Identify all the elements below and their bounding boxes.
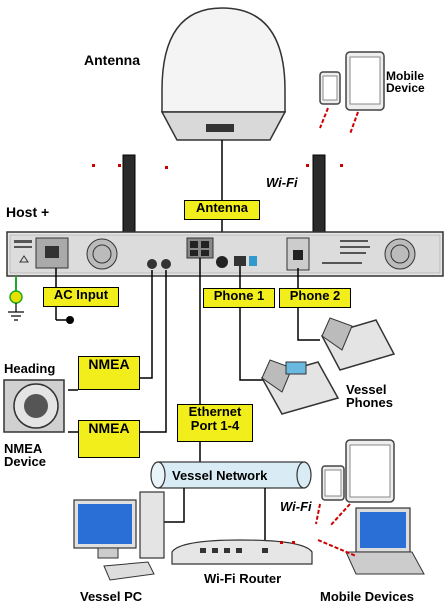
tablet-device-bottom (345, 439, 395, 503)
phone2-box: Phone 2 (279, 288, 351, 308)
vessel-pc-label: Vessel PC (80, 589, 143, 604)
ground-symbol (8, 276, 24, 321)
nmea-bottom-box: NMEA (78, 420, 140, 458)
antenna-port-box: Antenna (184, 200, 260, 220)
tablet-device-top (345, 51, 385, 111)
vessel-phones-label: Vessel Phones (346, 382, 393, 410)
vessel-phone-1 (260, 359, 340, 415)
wifi-router-label: Wi-Fi Router (204, 571, 282, 586)
nmea-top-box: NMEA (78, 356, 140, 390)
ac-input-box: AC Input (43, 287, 119, 307)
wifi-router (171, 539, 313, 565)
heading-label: Heading (4, 361, 56, 376)
host-unit (6, 231, 444, 277)
antenna-label: Antenna (84, 52, 140, 68)
nmea-device-label: NMEA Device (4, 441, 46, 469)
host-label: Host + (6, 204, 50, 220)
wifi-bottom-label: Wi-Fi (280, 499, 312, 514)
vessel-network-tube (150, 461, 312, 489)
phone-device-top (319, 71, 341, 105)
vessel-phone-2 (320, 317, 396, 371)
ethernet-box: Ethernet Port 1-4 (177, 404, 253, 442)
phone-device-bottom (321, 465, 345, 501)
mobile-devices-bottom-label: Mobile Devices (320, 589, 414, 604)
wifi-top-label: Wi-Fi (266, 175, 298, 190)
nmea-top-label: NMEA (88, 356, 130, 372)
mobile-devices-top-label: Mobile Device (386, 69, 425, 95)
phone1-box: Phone 1 (203, 288, 275, 308)
vessel-network-label: Vessel Network (172, 468, 268, 483)
antenna-dome (160, 7, 287, 141)
laptop-device (345, 507, 425, 575)
nmea-heading-device (3, 379, 65, 433)
vessel-pc (73, 491, 165, 581)
